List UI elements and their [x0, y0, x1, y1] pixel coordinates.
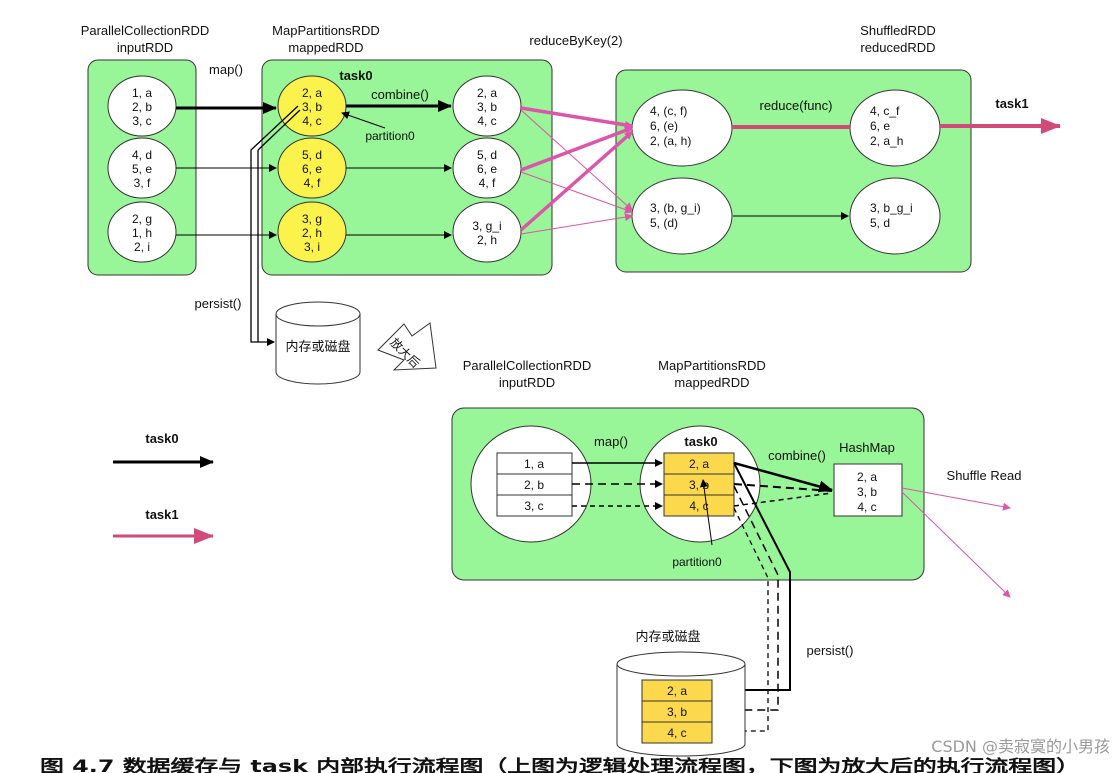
bottom-input-rdd-type-label: ParallelCollectionRDD: [463, 358, 592, 373]
record: 3, b_g_i: [870, 201, 913, 215]
bottom-storage-label: 内存或磁盘: [635, 629, 700, 645]
record: 5, d: [870, 216, 890, 230]
record: 3, b: [302, 100, 322, 114]
legend-task1-label: task1: [145, 507, 178, 522]
bottom-mapped-record: 4, c: [689, 499, 708, 513]
input-rdd-name-label: inputRDD: [117, 40, 173, 55]
task0-top-label: task0: [339, 68, 372, 83]
record: 4, c: [302, 114, 321, 128]
record: 2, (a, h): [650, 134, 691, 148]
record: 6, e: [302, 162, 322, 176]
record: 2, a: [302, 86, 322, 100]
reduce-func-label: reduce(func): [760, 98, 833, 113]
task1-top-label: task1: [995, 96, 1028, 111]
record: 5, e: [132, 162, 152, 176]
record: 3, b: [477, 100, 497, 114]
record: 4, c_f: [870, 104, 900, 118]
combined-partition-1: [452, 137, 522, 199]
bottom-input-record: 3, c: [524, 499, 543, 513]
bottom-mapped-record: 2, a: [689, 457, 709, 471]
hashmap-box: [833, 463, 903, 517]
record: 5, d: [302, 148, 322, 162]
mapped-partition-2: [277, 201, 347, 263]
zoom-arrow: [377, 322, 437, 371]
reduced-partition-1: [849, 177, 941, 255]
shuffle-group-1: [631, 177, 733, 255]
hashmap-label: HashMap: [839, 440, 895, 455]
bottom-input-record: 1, a: [524, 457, 544, 471]
record: 3, f: [134, 176, 151, 190]
watermark: CSDN @卖寂寞的小男孩: [931, 737, 1110, 756]
shuffle-group-0: [631, 89, 733, 167]
hashmap-record: 2, a: [857, 470, 877, 484]
record: 6, e: [477, 162, 497, 176]
record: 2, g: [132, 212, 152, 226]
record: 2, a: [477, 86, 497, 100]
figure-caption: 图 4.7 数据缓存与 task 内部执行流程图（上图为逻辑处理流程图，下图为放…: [40, 756, 1080, 773]
hashmap-record: 3, b: [857, 485, 877, 499]
legend-task0-label: task0: [145, 431, 178, 446]
record: 3, i: [304, 240, 320, 254]
shuffled-rdd-type-label: ShuffledRDD: [860, 23, 936, 38]
reduce-by-key-label: reduceByKey(2): [529, 33, 622, 48]
bottom-combine-label: combine(): [768, 448, 826, 463]
bottom-input-record: 2, b: [524, 478, 544, 492]
input-rdd-type-label: ParallelCollectionRDD: [81, 23, 210, 38]
storage-top-label: 内存或磁盘: [285, 339, 350, 355]
record: 4, f: [304, 176, 321, 190]
reduced-partition-0: [849, 89, 941, 167]
record: 4, (c, f): [650, 104, 687, 118]
record: 1, a: [132, 86, 152, 100]
bottom-mapped-record: 3, b: [689, 478, 709, 492]
bottom-map-label: map(): [594, 434, 628, 449]
storage-cylinder-top: [275, 301, 361, 385]
hashmap-record: 4, c: [857, 500, 876, 514]
persist-top-label: persist(): [195, 296, 242, 311]
record: 3, g_i: [472, 219, 501, 233]
record: 1, h: [132, 226, 152, 240]
partition0-top-label: partition0: [365, 129, 415, 143]
record: 3, g: [302, 212, 322, 226]
bottom-task0-label: task0: [684, 434, 717, 449]
record: 5, d: [477, 148, 497, 162]
record: 6, e: [870, 119, 890, 133]
bottom-input-rdd-name-label: inputRDD: [499, 375, 555, 390]
record: 4, f: [479, 176, 496, 190]
shuffled-rdd-name-label: reducedRDD: [860, 40, 935, 55]
storage-record: 4, c: [667, 726, 686, 740]
record: 2, i: [134, 240, 150, 254]
mapped-rdd-name-label: mappedRDD: [288, 40, 363, 55]
record: 2, h: [477, 233, 497, 247]
input-partition-2: [107, 201, 177, 263]
bottom-partition0-label: partition0: [672, 555, 722, 569]
storage-record: 2, a: [667, 684, 687, 698]
combined-partition-0: [452, 75, 522, 137]
record: 2, a_h: [870, 134, 903, 148]
record: 3, (b, g_i): [650, 201, 701, 215]
input-partition-0: [107, 75, 177, 137]
record: 3, c: [132, 114, 151, 128]
record: 5, (d): [650, 216, 678, 230]
mapped-rdd-type-label: MapPartitionsRDD: [272, 23, 380, 38]
record: 2, b: [132, 100, 152, 114]
record: 4, d: [132, 148, 152, 162]
bottom-mapped-rdd-type-label: MapPartitionsRDD: [658, 358, 766, 373]
record: 6, (e): [650, 119, 678, 133]
combine-label: combine(): [371, 87, 429, 102]
storage-record: 3, b: [667, 705, 687, 719]
shuffle-read-label: Shuffle Read: [947, 468, 1022, 483]
combined-partition-2: [452, 201, 522, 263]
record: 4, c: [477, 114, 496, 128]
bottom-mapped-rdd-name-label: mappedRDD: [674, 375, 749, 390]
map-label: map(): [209, 62, 243, 77]
record: 2, h: [302, 226, 322, 240]
bottom-persist-label: persist(): [807, 643, 854, 658]
